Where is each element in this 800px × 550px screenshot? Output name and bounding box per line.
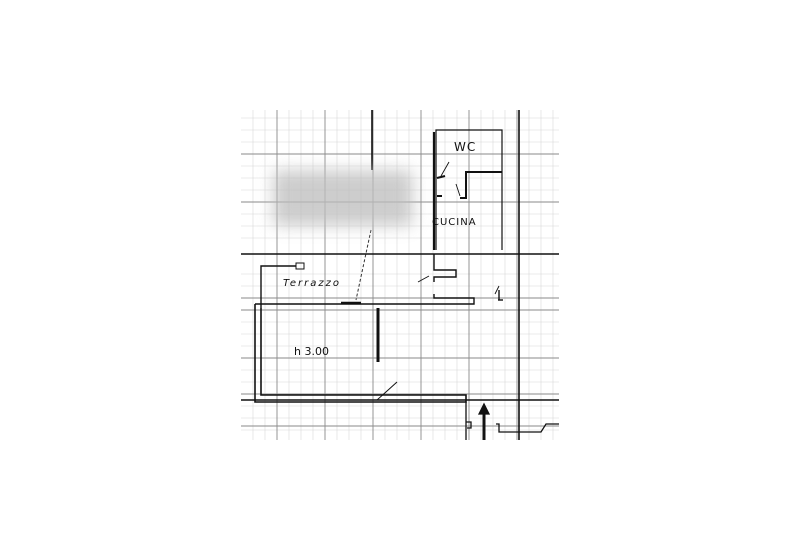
level-mark-line xyxy=(355,229,372,301)
kitchen-wc-walls xyxy=(432,129,503,250)
terrace-walls xyxy=(255,254,503,308)
major-grid xyxy=(241,110,559,440)
door-swing-marks xyxy=(417,161,500,295)
main-room-walls xyxy=(254,304,467,403)
heavy-reference-lines xyxy=(241,110,559,440)
room-label-kitchen: CUCINA xyxy=(432,217,477,228)
room-label-terrace: Terrazzo xyxy=(283,278,341,289)
minor-grid xyxy=(241,110,559,440)
redacted-label xyxy=(273,170,413,226)
lower-right-fragments xyxy=(465,402,559,440)
floor-plan: WC CUCINA Terrazzo h 3.00 xyxy=(241,110,559,440)
room-label-wc: WC xyxy=(454,140,477,154)
floor-plan-drawing xyxy=(241,110,559,440)
ceiling-height-label: h 3.00 xyxy=(294,345,329,358)
